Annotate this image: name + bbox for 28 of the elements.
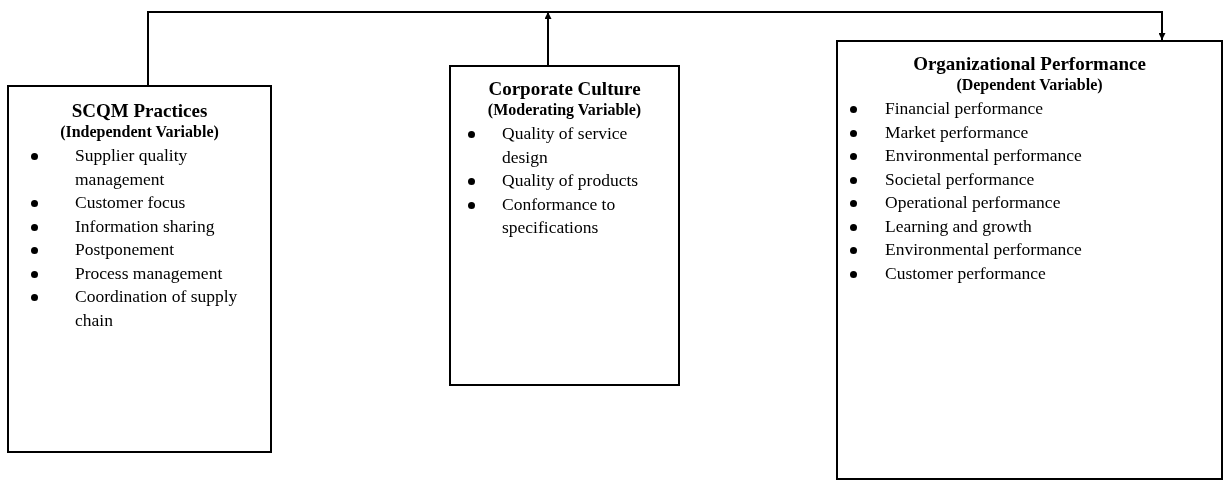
box-subtitle: (Dependent Variable) bbox=[956, 75, 1103, 95]
box-title: SCQM Practices bbox=[71, 99, 208, 122]
variable-box bbox=[449, 65, 680, 386]
list-item: Postponement bbox=[75, 239, 175, 259]
list-item: Information sharing bbox=[75, 215, 215, 236]
list-item: Financial performance bbox=[885, 98, 1043, 118]
list-item: Quality of products bbox=[502, 170, 639, 190]
list-item: Market performance bbox=[885, 121, 1029, 142]
list-item: Coordination of supply chain bbox=[75, 286, 238, 330]
variable-box bbox=[7, 85, 272, 453]
list-item: Customer performance bbox=[885, 262, 1046, 283]
box-subtitle: (Moderating Variable) bbox=[487, 100, 642, 120]
list-item: Environmental performance bbox=[885, 145, 1082, 165]
list-item: Process management bbox=[75, 262, 223, 283]
list-item: Customer focus bbox=[75, 192, 186, 212]
list-item: Operational performance bbox=[885, 192, 1061, 212]
list-item: Conformance to specifications bbox=[502, 193, 616, 237]
box-title: Corporate Culture bbox=[488, 77, 641, 100]
variable-box bbox=[836, 40, 1223, 480]
list-item: Environmental performance bbox=[885, 239, 1082, 259]
list-item: Supplier quality management bbox=[75, 145, 188, 189]
arrow bbox=[544, 11, 552, 66]
box-subtitle: (Independent Variable) bbox=[60, 122, 219, 142]
list-item: Quality of service design bbox=[502, 123, 628, 167]
list-item: Societal performance bbox=[885, 168, 1035, 189]
arrow bbox=[147, 11, 1166, 86]
box-title: Organizational Performance bbox=[913, 52, 1146, 75]
list-item: Learning and growth bbox=[885, 215, 1032, 236]
